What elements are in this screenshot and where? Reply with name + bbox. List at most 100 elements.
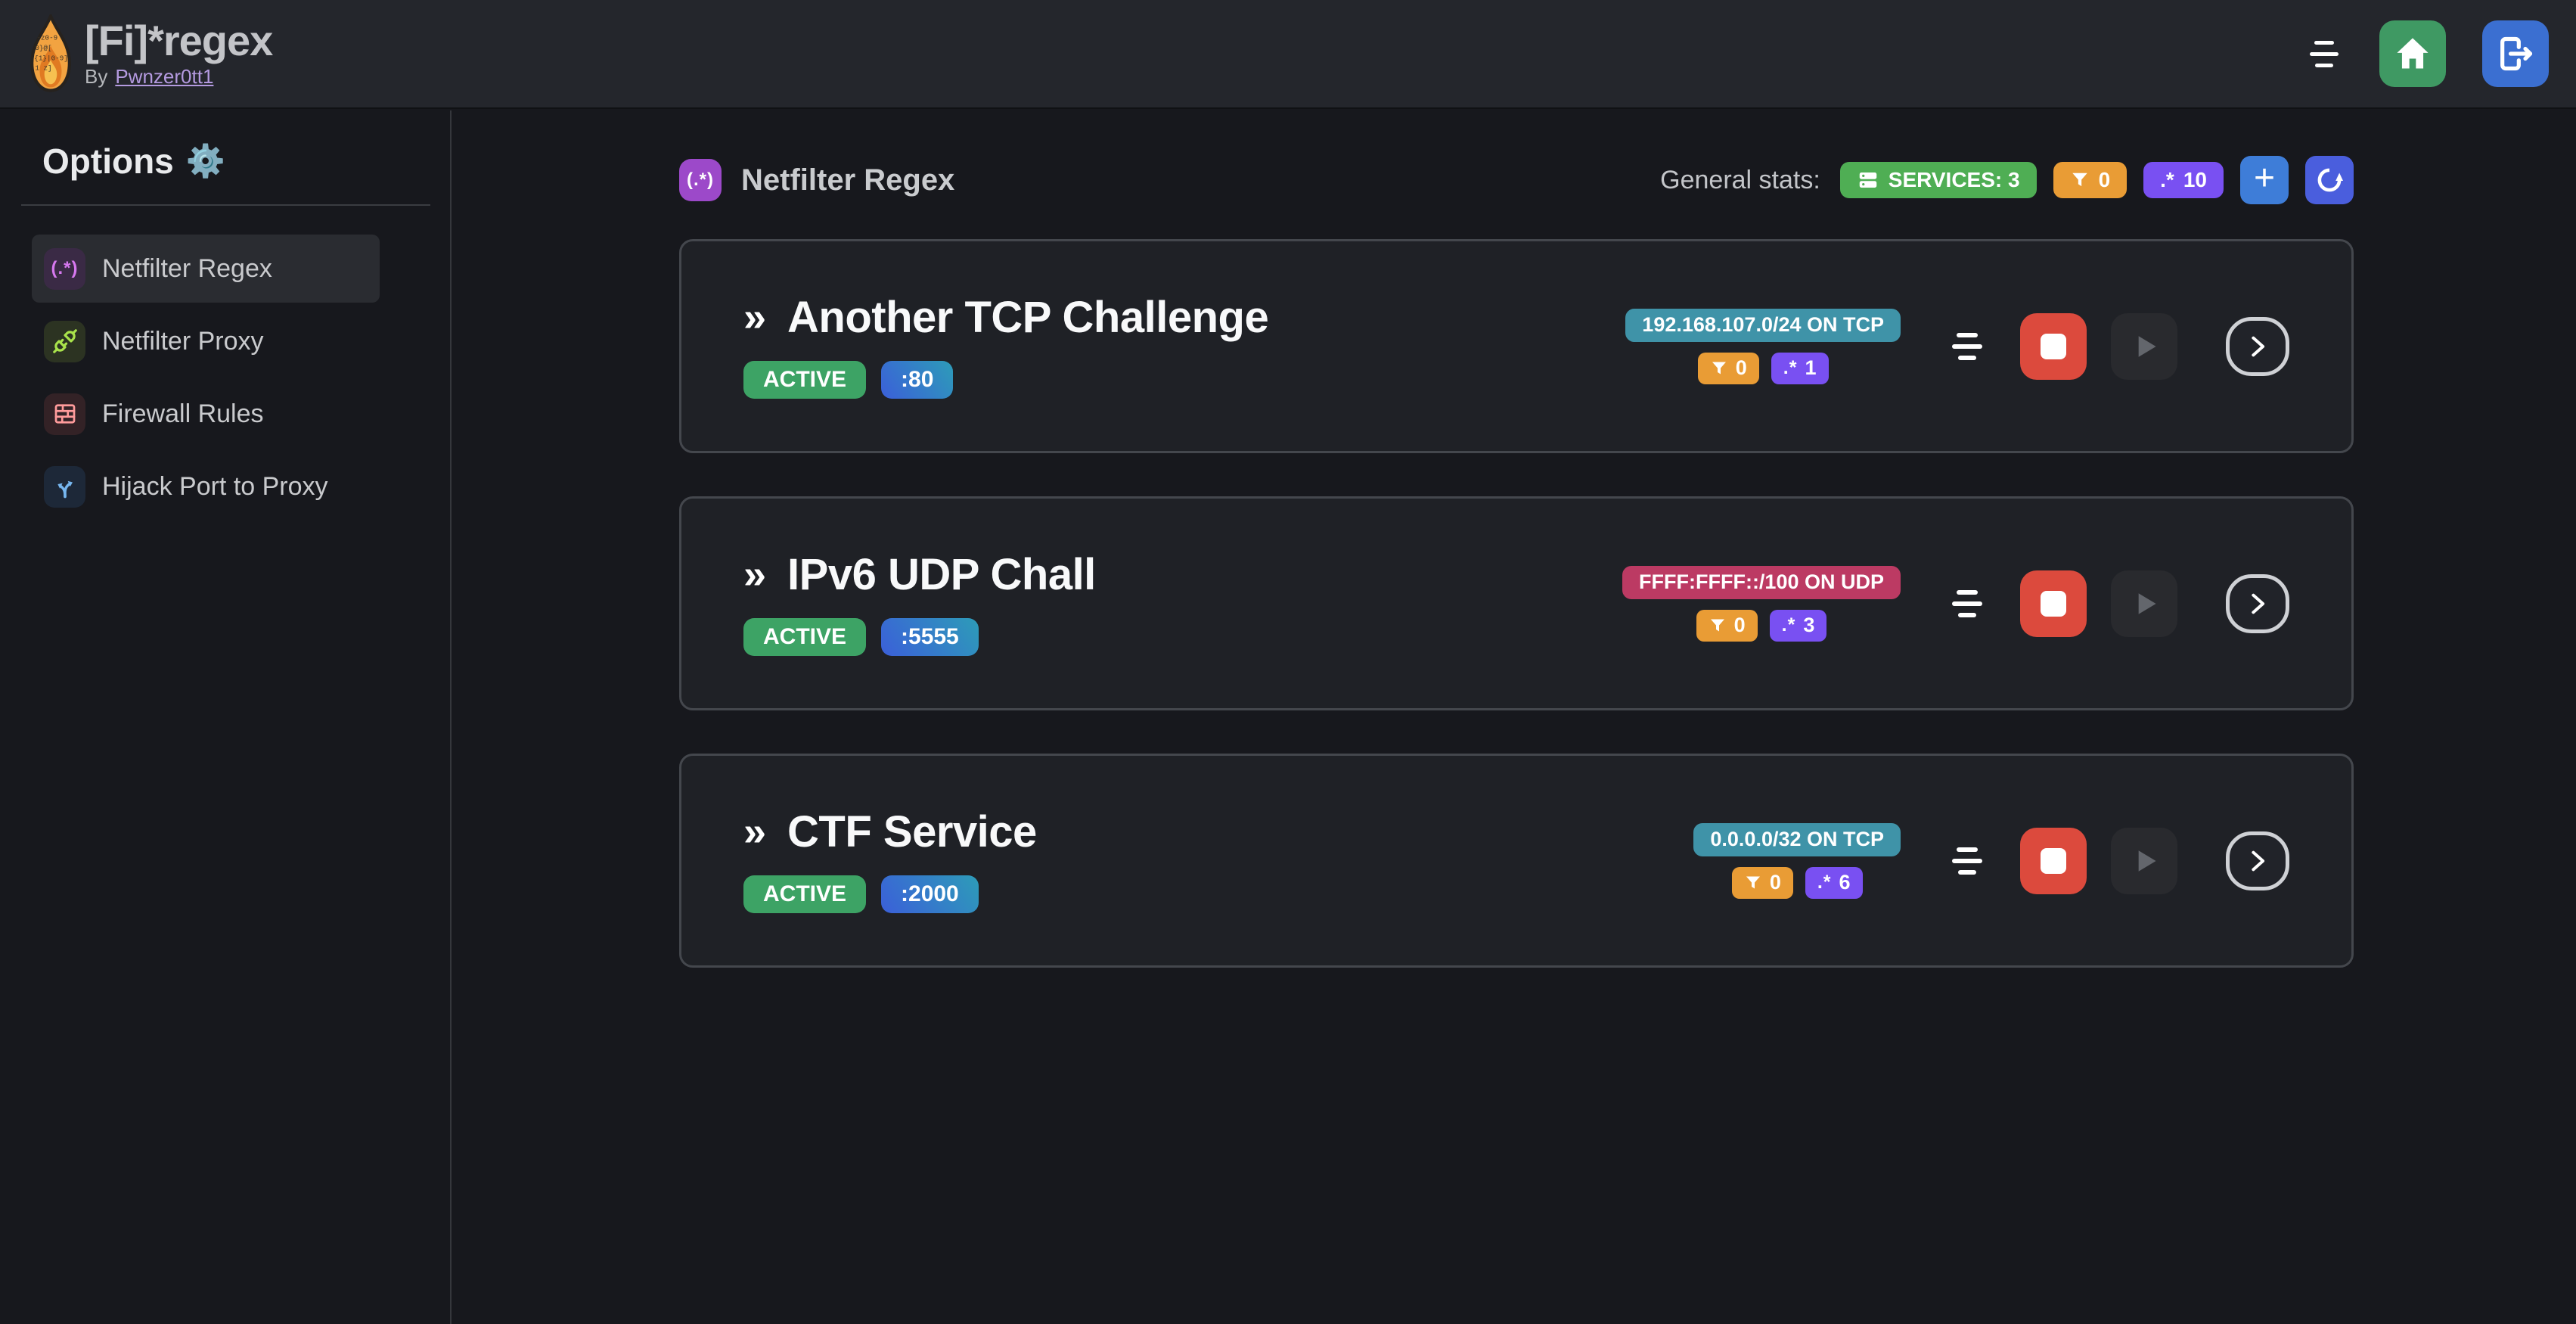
chevron-right-icon xyxy=(2252,850,2265,871)
service-info: » CTF Service ACTIVE :2000 xyxy=(743,807,1037,914)
service-controls: 192.168.107.0/24 ON TCP 0 .* 1 xyxy=(1625,308,2289,384)
logout-icon xyxy=(2500,36,2533,71)
service-info: » IPv6 UDP Chall ACTIVE :5555 xyxy=(743,549,1096,657)
app-title: [Fi]*regex xyxy=(85,16,273,64)
gear-icon: ⚙️ xyxy=(185,142,226,179)
stop-icon xyxy=(2041,847,2066,874)
app-header: -z0-9 0}@[ {1}|0-9] 1 z] [Fi]*regex By P… xyxy=(0,0,2576,109)
double-chevron-icon: » xyxy=(743,552,767,598)
regex-count-badge: .* 10 xyxy=(2143,162,2224,198)
general-stats: General stats: SERVICES: 3 0 .* 10 xyxy=(1660,156,2354,204)
port-badge: :5555 xyxy=(881,618,979,657)
options-sidebar: Options ⚙️ (.*) Netfilter Regex Netfilte… xyxy=(0,110,452,1324)
regexes-badge: .* 1 xyxy=(1771,352,1829,384)
regex-dotstar-icon: .* xyxy=(1783,357,1798,378)
svg-text:0}@[: 0}@[ xyxy=(35,44,51,52)
status-badge: ACTIVE xyxy=(743,618,867,657)
address-badge: FFFF:FFFF::/100 ON UDP xyxy=(1622,565,1901,599)
regex-dotstar-icon: .* xyxy=(1781,614,1796,636)
sidebar-item-hijack-port[interactable]: Hijack Port to Proxy xyxy=(32,452,380,521)
sidebar-divider xyxy=(21,204,430,206)
filters-count-badge: 0 xyxy=(2053,162,2128,198)
stop-icon xyxy=(2041,590,2066,617)
double-chevron-icon: » xyxy=(743,294,767,340)
drag-handle-icon[interactable] xyxy=(1948,328,1987,365)
funnel-icon xyxy=(1710,619,1724,631)
service-stats: 0.0.0.0/32 ON TCP 0 .* 6 xyxy=(1693,822,1901,899)
start-service-button[interactable] xyxy=(2111,827,2177,894)
sidebar-item-label: Netfilter Regex xyxy=(102,253,272,283)
svg-text:1 z]: 1 z] xyxy=(35,64,51,73)
logout-button[interactable] xyxy=(2482,20,2549,87)
sidebar-item-label: Netfilter Proxy xyxy=(102,326,264,356)
service-title: IPv6 UDP Chall xyxy=(787,549,1096,599)
funnel-icon xyxy=(2072,172,2087,187)
stop-icon xyxy=(2041,333,2066,359)
open-service-button[interactable] xyxy=(2226,316,2289,376)
stop-service-button[interactable] xyxy=(2020,312,2087,380)
status-badge: ACTIVE xyxy=(743,361,867,399)
service-card: » Another TCP Challenge ACTIVE :80 192.1… xyxy=(679,239,2354,453)
play-icon xyxy=(2138,850,2156,872)
sidebar-item-netfilter-proxy[interactable]: Netfilter Proxy xyxy=(32,307,380,375)
service-title: CTF Service xyxy=(787,807,1037,856)
funnel-icon xyxy=(1746,876,1760,888)
chevron-right-icon xyxy=(2252,336,2265,356)
section-header: (.*) Netfilter Regex General stats: SERV… xyxy=(679,156,2354,204)
port-badge: :80 xyxy=(881,361,954,399)
regex-section-icon: (.*) xyxy=(679,159,722,201)
stop-service-button[interactable] xyxy=(2020,570,2087,637)
service-stats: FFFF:FFFF::/100 ON UDP 0 .* 3 xyxy=(1622,565,1901,642)
filters-badge: 0 xyxy=(1697,352,1759,384)
add-service-button[interactable]: + xyxy=(2240,156,2289,204)
filters-badge: 0 xyxy=(1731,866,1793,899)
drag-handle-icon[interactable] xyxy=(1948,843,1987,879)
funnel-icon xyxy=(1712,362,1726,374)
play-icon xyxy=(2138,335,2156,357)
service-card: » IPv6 UDP Chall ACTIVE :5555 FFFF:FFFF:… xyxy=(679,496,2354,710)
main-content: (.*) Netfilter Regex General stats: SERV… xyxy=(453,110,2576,1324)
stats-label: General stats: xyxy=(1660,165,1820,194)
start-service-button[interactable] xyxy=(2111,312,2177,380)
home-icon xyxy=(2397,38,2429,69)
home-button[interactable] xyxy=(2379,20,2446,87)
sidebar-menu: (.*) Netfilter Regex Netfilter Proxy xyxy=(32,235,450,521)
svg-text:-z0-9: -z0-9 xyxy=(36,33,57,42)
service-stats: 192.168.107.0/24 ON TCP 0 .* 1 xyxy=(1625,308,1901,384)
service-title: Another TCP Challenge xyxy=(787,292,1269,342)
regex-icon: (.*) xyxy=(44,247,85,290)
open-service-button[interactable] xyxy=(2226,573,2289,633)
server-icon xyxy=(1859,172,1877,188)
regex-dotstar-icon: .* xyxy=(1817,872,1832,893)
byline: By Pwnzer0tt1 xyxy=(85,65,272,89)
sidebar-item-firewall-rules[interactable]: Firewall Rules xyxy=(32,380,380,448)
sidebar-item-netfilter-regex[interactable]: (.*) Netfilter Regex xyxy=(32,235,380,303)
status-badge: ACTIVE xyxy=(743,875,867,914)
port-badge: :2000 xyxy=(881,875,979,914)
brick-wall-icon xyxy=(44,393,85,435)
plug-icon xyxy=(44,320,85,362)
play-icon xyxy=(2138,592,2156,614)
section-title: Netfilter Regex xyxy=(741,163,955,197)
regexes-badge: .* 3 xyxy=(1769,609,1827,642)
firegex-flame-logo: -z0-9 0}@[ {1}|0-9] 1 z] xyxy=(30,14,71,92)
service-controls: FFFF:FFFF::/100 ON UDP 0 .* 3 xyxy=(1622,565,2289,642)
byline-prefix: By xyxy=(85,64,108,88)
address-badge: 192.168.107.0/24 ON TCP xyxy=(1625,308,1901,342)
options-heading: Options ⚙️ xyxy=(42,141,226,181)
stop-service-button[interactable] xyxy=(2020,827,2087,894)
open-service-button[interactable] xyxy=(2226,831,2289,890)
drag-handle-icon[interactable] xyxy=(1948,586,1987,622)
split-arrows-icon xyxy=(44,465,85,508)
double-chevron-icon: » xyxy=(743,809,767,855)
menu-icon[interactable] xyxy=(2305,36,2343,72)
regexes-badge: .* 6 xyxy=(1805,866,1863,899)
chevron-right-icon xyxy=(2252,593,2265,614)
regex-dotstar-icon: .* xyxy=(2160,168,2174,191)
refresh-button[interactable] xyxy=(2305,156,2354,204)
svg-text:{1}|0-9]: {1}|0-9] xyxy=(34,54,68,62)
start-service-button[interactable] xyxy=(2111,570,2177,637)
plus-icon: + xyxy=(2253,157,2276,198)
services-count-badge: SERVICES: 3 xyxy=(1839,162,2037,198)
author-link[interactable]: Pwnzer0tt1 xyxy=(115,64,214,88)
